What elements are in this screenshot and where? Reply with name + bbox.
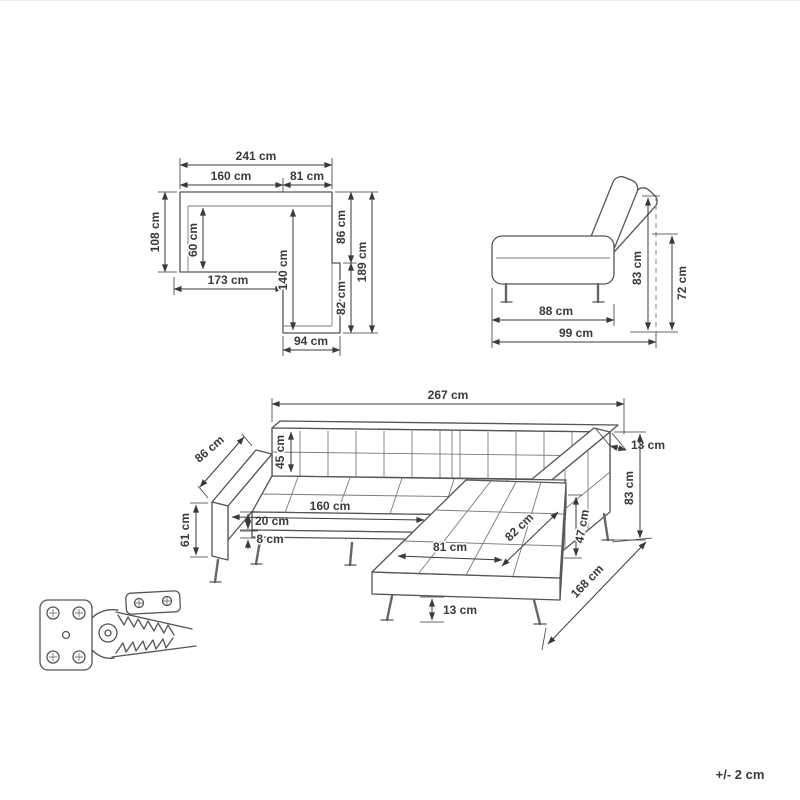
- dim-plan-seat-inner-depth: 60 cm: [186, 223, 200, 257]
- side-legs: [504, 282, 600, 304]
- dim-3d-frame-height: 8 cm: [256, 532, 283, 546]
- dim-3d-seat-width: 160 cm: [310, 499, 351, 513]
- dim-plan-total-depth: 189 cm: [355, 242, 369, 283]
- dim-side-reclined-back-height: 83 cm: [630, 251, 644, 285]
- mechanism-ratchet-upper: [115, 611, 193, 630]
- dim-plan-chaise-inner-length: 140 cm: [276, 250, 290, 291]
- dim-3d-armrest-height: 61 cm: [178, 513, 192, 547]
- dim-3d-total-depth: 168 cm: [568, 562, 606, 601]
- dim-plan-seat-width: 160 cm: [211, 169, 252, 183]
- mechanism-pivot: [98, 623, 118, 643]
- mechanism-detail: [39, 590, 197, 671]
- dim-plan-left-depth: 108 cm: [148, 212, 162, 253]
- mechanism-mounting-plate: [39, 599, 93, 671]
- dim-plan-chaise-width: 81 cm: [290, 169, 324, 183]
- plan-view: 241 cm 160 cm 81 cm 108 cm 60 cm 173 cm …: [147, 148, 378, 356]
- page-divider: [0, 0, 800, 1]
- dim-plan-total-width: 241 cm: [236, 149, 277, 163]
- side-seat-base: [491, 235, 615, 285]
- perspective-view: 267 cm 45 cm 86 cm 61 cm 20 cm 8 cm 160 …: [177, 387, 667, 651]
- perspective-left-armrest-front: [211, 501, 229, 561]
- dim-plan-seat-length: 173 cm: [208, 273, 249, 287]
- dim-side-total-depth: 99 cm: [559, 326, 593, 340]
- mechanism-top-plate: [125, 590, 181, 615]
- mechanism-ratchet-lower: [111, 645, 197, 658]
- perspective-sofa-legs: [213, 512, 610, 584]
- tolerance-note: +/- 2 cm: [716, 767, 765, 782]
- dim-3d-armrest-depth: 86 cm: [192, 433, 227, 466]
- dim-plan-chaise-bottom-width: 94 cm: [294, 334, 328, 348]
- dim-side-frame-depth: 88 cm: [539, 304, 573, 318]
- dim-3d-chaise-seat-width: 81 cm: [433, 540, 467, 554]
- dim-side-backrest-height: 72 cm: [675, 266, 689, 300]
- dim-3d-armrest-width: 13 cm: [631, 438, 665, 452]
- dim-3d-total-width: 267 cm: [428, 388, 469, 402]
- dim-3d-back-cushion-height: 45 cm: [273, 435, 287, 469]
- plan-sofa-outline: [179, 191, 341, 334]
- plan-sofa-inner-lines: [187, 205, 333, 327]
- dim-3d-total-height: 83 cm: [622, 471, 636, 505]
- dim-plan-back-depth: 86 cm: [334, 210, 348, 244]
- dim-3d-leg-height: 13 cm: [443, 603, 477, 617]
- dim-plan-chaise-front-depth: 82 cm: [334, 281, 348, 315]
- dim-3d-cushion-thickness: 20 cm: [255, 514, 289, 528]
- side-view: 83 cm 72 cm 88 cm 99 cm: [491, 176, 691, 348]
- perspective-chaise-legs: [385, 594, 542, 626]
